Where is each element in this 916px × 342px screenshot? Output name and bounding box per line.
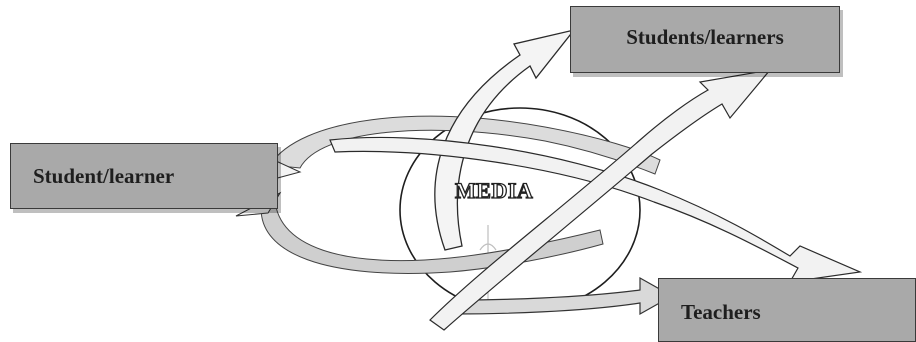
teachers-box: Teachers <box>658 278 916 342</box>
students-learners-box: Students/learners <box>570 6 840 73</box>
students-learners-label: Students/learners <box>626 25 784 50</box>
student-learner-label: Student/learner <box>33 164 174 189</box>
media-label: MEDIA <box>455 178 533 203</box>
teachers-label: Teachers <box>681 300 761 325</box>
student-learner-box: Student/learner <box>10 143 278 209</box>
